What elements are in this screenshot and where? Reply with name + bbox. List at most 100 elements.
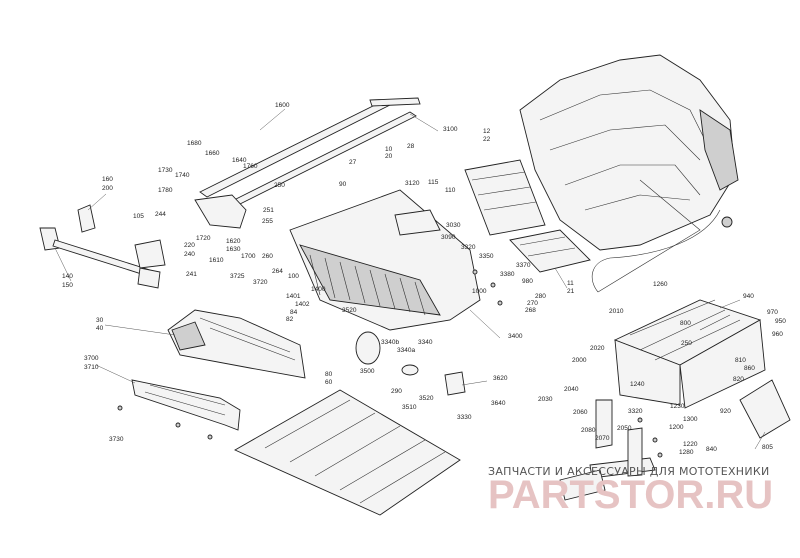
callout-c2060: 2060 bbox=[573, 409, 588, 416]
callout-c1200: 1200 bbox=[669, 424, 684, 431]
callout-c3320: 3320 bbox=[461, 244, 476, 251]
callout-c11: 11 bbox=[567, 280, 574, 287]
callout-c1730: 1730 bbox=[158, 167, 173, 174]
callout-c3620: 3620 bbox=[493, 375, 508, 382]
callout-c3730: 3730 bbox=[109, 436, 124, 443]
callout-c1640: 1640 bbox=[232, 157, 247, 164]
lever-1720 bbox=[194, 194, 247, 229]
callout-c3510: 3510 bbox=[402, 404, 417, 411]
callout-c805: 805 bbox=[762, 444, 773, 451]
callout-c1620: 1620 bbox=[226, 238, 241, 245]
callout-c1600: 1600 bbox=[275, 102, 290, 109]
callout-c20: 20 bbox=[385, 153, 393, 160]
callout-c2080: 2080 bbox=[581, 427, 596, 434]
callout-c3320b: 3320 bbox=[628, 408, 643, 415]
callout-c860: 860 bbox=[744, 365, 755, 372]
callout-c1630: 1630 bbox=[226, 246, 241, 253]
callout-c3100: 3100 bbox=[443, 126, 458, 133]
callout-c1260: 1260 bbox=[653, 281, 668, 288]
hook-bracket bbox=[559, 399, 656, 501]
callout-c3090: 3090 bbox=[441, 234, 456, 241]
callout-c3120: 3120 bbox=[405, 180, 420, 187]
callout-c2070: 2070 bbox=[595, 435, 610, 442]
callout-c800: 800 bbox=[680, 320, 691, 327]
callout-c970: 970 bbox=[767, 309, 778, 316]
callout-c1240: 1240 bbox=[630, 381, 645, 388]
panel-12 bbox=[464, 159, 546, 236]
callout-c255: 255 bbox=[262, 218, 273, 225]
callout-c950: 950 bbox=[775, 318, 786, 325]
callout-c250: 250 bbox=[274, 182, 285, 189]
callout-c115: 115 bbox=[428, 179, 439, 186]
callout-c1400: 1400 bbox=[311, 286, 326, 293]
callout-c3340b: 3340b bbox=[381, 339, 399, 346]
panel-11 bbox=[509, 229, 591, 273]
round-3500 bbox=[355, 331, 381, 365]
bracket-220 bbox=[134, 239, 166, 269]
callout-c1680: 1680 bbox=[187, 140, 202, 147]
leader-lines bbox=[54, 108, 766, 450]
callout-c110: 110 bbox=[445, 187, 456, 194]
callout-c30: 30 bbox=[96, 317, 104, 324]
callout-c28: 28 bbox=[407, 143, 415, 150]
callout-c90: 90 bbox=[339, 181, 347, 188]
callout-c3700: 3700 bbox=[84, 355, 99, 362]
callout-c10: 10 bbox=[385, 146, 393, 153]
callout-c2030: 2030 bbox=[538, 396, 553, 403]
callout-c264: 264 bbox=[272, 268, 283, 275]
callout-c3400: 3400 bbox=[508, 333, 523, 340]
callout-c960: 960 bbox=[772, 331, 783, 338]
callout-c3725: 3725 bbox=[230, 273, 245, 280]
callout-c84: 84 bbox=[290, 309, 298, 316]
callout-c1720: 1720 bbox=[196, 235, 211, 242]
seat-base bbox=[289, 189, 481, 331]
bracket-160 bbox=[77, 204, 96, 233]
rod-1600 bbox=[199, 97, 421, 198]
callout-c980: 980 bbox=[522, 278, 533, 285]
callout-c3340a: 3340a bbox=[397, 347, 415, 354]
callout-c1780: 1780 bbox=[158, 187, 173, 194]
callout-c2020: 2020 bbox=[590, 345, 605, 352]
callout-c27: 27 bbox=[349, 159, 357, 166]
cargo-box bbox=[519, 54, 739, 293]
callout-c3520b: 3520 bbox=[419, 395, 434, 402]
link-140 bbox=[39, 227, 161, 289]
cap-290 bbox=[401, 364, 419, 376]
footrest-3700 bbox=[131, 379, 241, 431]
callout-c3350: 3350 bbox=[479, 253, 494, 260]
callout-c100: 100 bbox=[288, 273, 299, 280]
bracket-3620 bbox=[444, 371, 466, 396]
callout-c3710: 3710 bbox=[84, 364, 99, 371]
hose-line bbox=[591, 209, 721, 293]
callout-c3520a: 3520 bbox=[342, 307, 357, 314]
callout-c3030: 3030 bbox=[446, 222, 461, 229]
callout-c60: 60 bbox=[325, 379, 333, 386]
watermark-logo: PARTSTOR.RU bbox=[488, 473, 773, 517]
callout-c200: 200 bbox=[102, 185, 113, 192]
callout-c240: 240 bbox=[184, 251, 195, 258]
callout-c244: 244 bbox=[155, 211, 166, 218]
callout-c2000: 2000 bbox=[572, 357, 587, 364]
callout-c2050: 2050 bbox=[617, 425, 632, 432]
callout-c1700: 1700 bbox=[241, 253, 256, 260]
callout-c3370: 3370 bbox=[516, 262, 531, 269]
floor-panel bbox=[234, 389, 461, 516]
callout-c290: 290 bbox=[391, 388, 402, 395]
callout-c268: 268 bbox=[525, 307, 536, 314]
callout-c270: 270 bbox=[527, 300, 538, 307]
side-panel-30 bbox=[167, 309, 306, 379]
callout-c241: 241 bbox=[186, 271, 197, 278]
callout-c1740: 1740 bbox=[175, 172, 190, 179]
callout-c251: 251 bbox=[263, 207, 274, 214]
callout-c1401: 1401 bbox=[286, 293, 301, 300]
callout-c140: 140 bbox=[62, 273, 73, 280]
callout-c260: 260 bbox=[262, 253, 273, 260]
callout-c1280: 1280 bbox=[679, 449, 694, 456]
callout-c920: 920 bbox=[720, 408, 731, 415]
callout-c1660: 1660 bbox=[205, 150, 220, 157]
clamp-part bbox=[721, 216, 733, 228]
callout-c1610: 1610 bbox=[209, 257, 224, 264]
callout-c1402: 1402 bbox=[295, 301, 310, 308]
